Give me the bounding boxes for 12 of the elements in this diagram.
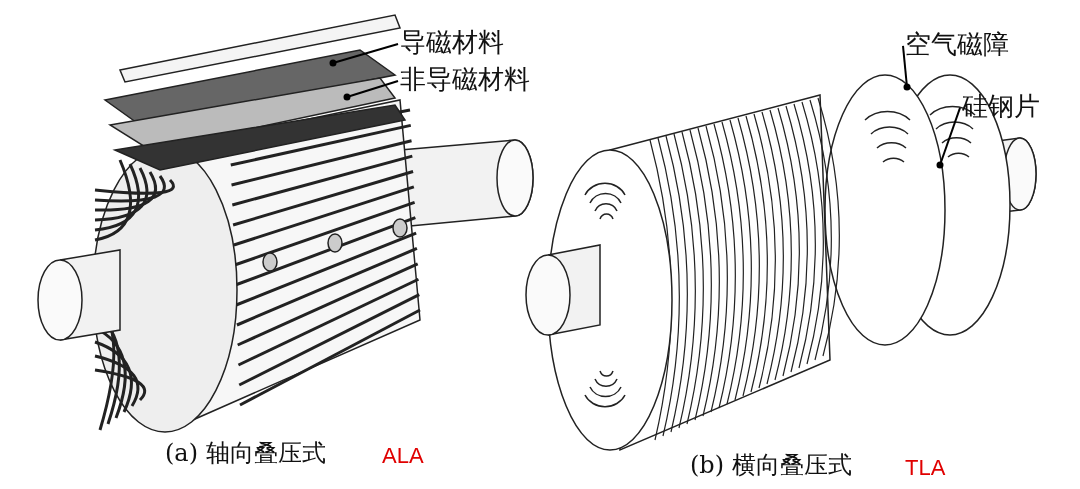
- caption: (b) 横向叠压式: [690, 452, 852, 479]
- part-label: 硅钢片: [962, 92, 1040, 121]
- caption: (a) 轴向叠压式: [165, 440, 326, 467]
- part-label: 非导磁材料: [400, 65, 530, 94]
- abbreviation: TLA: [905, 456, 946, 481]
- leader-line: [936, 106, 961, 169]
- part-label: 导磁材料: [400, 28, 504, 57]
- leader-line: [329, 42, 399, 67]
- leader-line: [902, 44, 911, 91]
- abbreviation: ALA: [382, 444, 424, 469]
- part-label: 空气磁障: [905, 30, 1009, 59]
- leader-line: [343, 79, 399, 101]
